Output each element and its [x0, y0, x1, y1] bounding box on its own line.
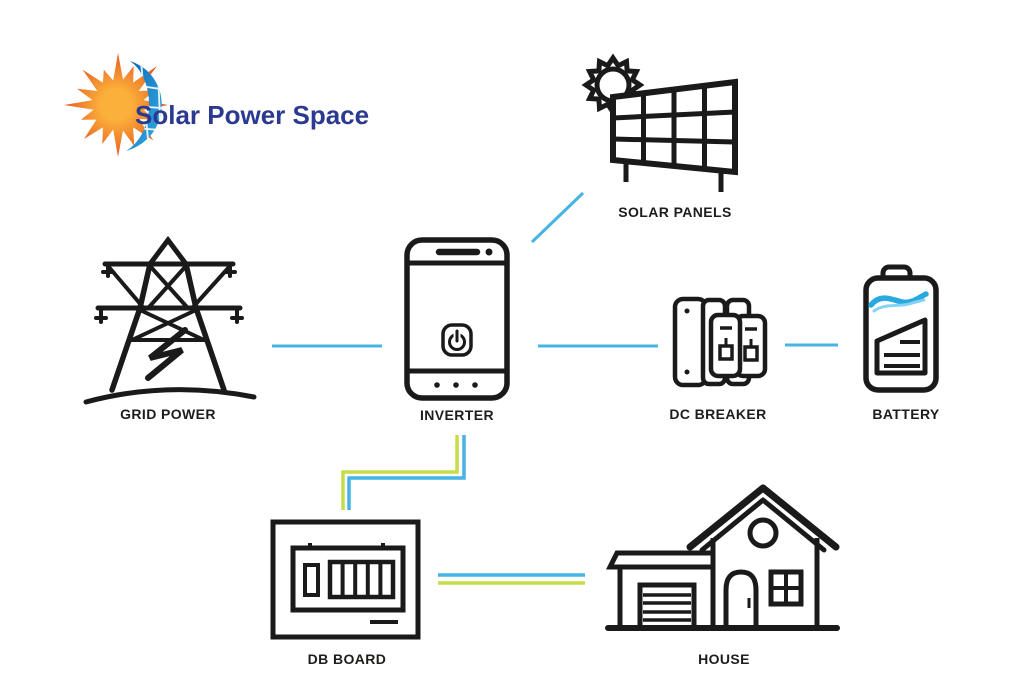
battery-label-panel [874, 317, 928, 376]
house-icon [605, 484, 840, 631]
tower-leg-right [183, 261, 227, 393]
roof-outer [686, 484, 840, 551]
battery-icon [863, 264, 939, 393]
dc-breaker-label: DC BREAKER [669, 406, 767, 422]
logo: Solar Power Space [64, 53, 369, 157]
solar-panels-icon [581, 53, 738, 192]
wire-solar-to-inverter [530, 191, 585, 244]
gable-round-window [747, 517, 779, 549]
grid-power-tower-icon [83, 235, 257, 405]
battery-wave-dark [868, 291, 929, 308]
solar-panels-label: SOLAR PANELS [618, 204, 732, 220]
grid-power-label: GRID POWER [120, 406, 216, 422]
db-board-icon [270, 519, 421, 640]
arched-door [723, 569, 759, 628]
battery-label: BATTERY [872, 406, 940, 422]
lightning-bolt [145, 327, 188, 381]
wire-inverter-to-dbboard-blue [347, 435, 466, 510]
ground-curve [83, 387, 257, 405]
power-button [441, 323, 473, 357]
logo-sunburst-icon [64, 53, 168, 157]
dc-breaker-icon [672, 296, 768, 388]
logo-solar-crescent-icon [126, 61, 162, 151]
db-board-label: DB BOARD [307, 651, 387, 667]
wire-inverter-to-dbboard-green [341, 435, 459, 510]
db-main-switch [303, 563, 320, 597]
house-label: HOUSE [698, 651, 750, 667]
inverter-label: INVERTER [420, 407, 494, 423]
roof-inner [699, 497, 827, 553]
garage-roof [605, 550, 716, 570]
logo-text: Solar Power Space [135, 100, 369, 130]
inverter-body [404, 237, 510, 401]
camera-dot [485, 248, 493, 256]
db-breaker-row [327, 559, 396, 600]
battery-wave-light [872, 298, 926, 313]
tower-leg-left [109, 261, 153, 393]
tower-apex [147, 235, 189, 267]
db-board-panel [290, 545, 406, 613]
inverter-icon [404, 237, 510, 401]
